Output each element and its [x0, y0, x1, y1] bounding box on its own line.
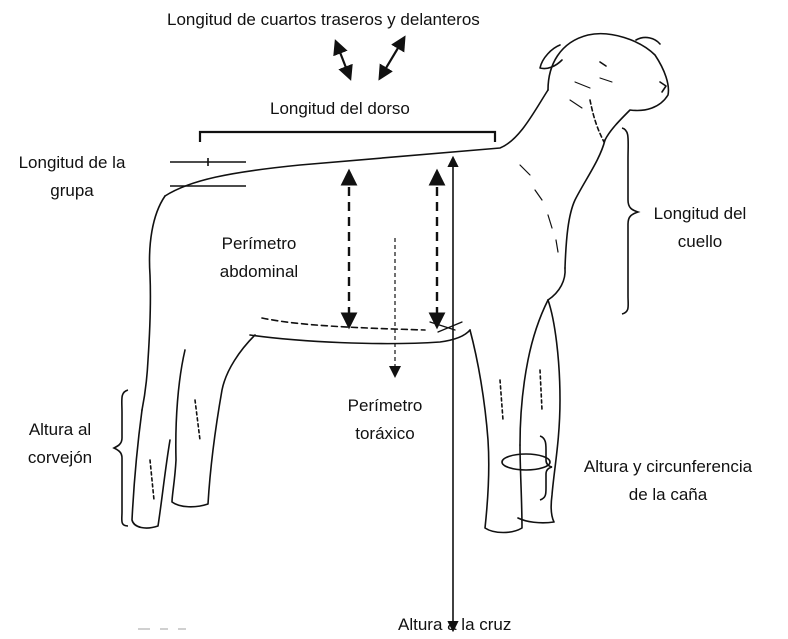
back-length-label: Longitud del dorso: [270, 97, 410, 121]
back-length-bracket: [200, 132, 495, 142]
rump-length-label: Longitud de la grupa: [6, 151, 138, 203]
rump-length-marks: [170, 158, 246, 186]
hock-height-label: Altura al corvejón: [12, 418, 108, 470]
neck-length-label: Longitud del cuello: [644, 202, 756, 254]
quarters-arrows: [336, 38, 404, 78]
thoracic-perimeter-label-line-1: Perímetro: [334, 394, 436, 418]
neck-length-label-line-2: cuello: [644, 230, 756, 254]
neck-length-brace: [622, 128, 638, 314]
cannon-circumference-ring: [502, 454, 550, 470]
abdominal-perimeter-arrows: [349, 172, 437, 326]
withers-height-label: Altura a la cruz: [398, 613, 511, 637]
cannon-label-line-1: Altura y circunferencia: [562, 455, 774, 479]
cannon-label: Altura y circunferencia de la caña: [562, 455, 774, 507]
hock-height-label-line-2: corvejón: [12, 446, 108, 470]
hock-height-label-line-1: Altura al: [12, 418, 108, 442]
hock-height-brace: [114, 390, 128, 526]
neck-length-label-line-1: Longitud del: [644, 202, 756, 226]
rump-length-label-line-2: grupa: [6, 179, 138, 203]
thoracic-perimeter-label-line-2: toráxico: [334, 422, 436, 446]
abdominal-perimeter-label-line-1: Perímetro: [208, 232, 310, 256]
abdominal-perimeter-label-line-2: abdominal: [208, 260, 310, 284]
cannon-label-line-2: de la caña: [562, 483, 774, 507]
rump-length-label-line-1: Longitud de la: [6, 151, 138, 175]
abdominal-perimeter-label: Perímetro abdominal: [208, 232, 310, 284]
quarters-length-label: Longitud de cuartos traseros y delantero…: [167, 8, 480, 32]
thoracic-perimeter-label: Perímetro toráxico: [334, 394, 436, 446]
